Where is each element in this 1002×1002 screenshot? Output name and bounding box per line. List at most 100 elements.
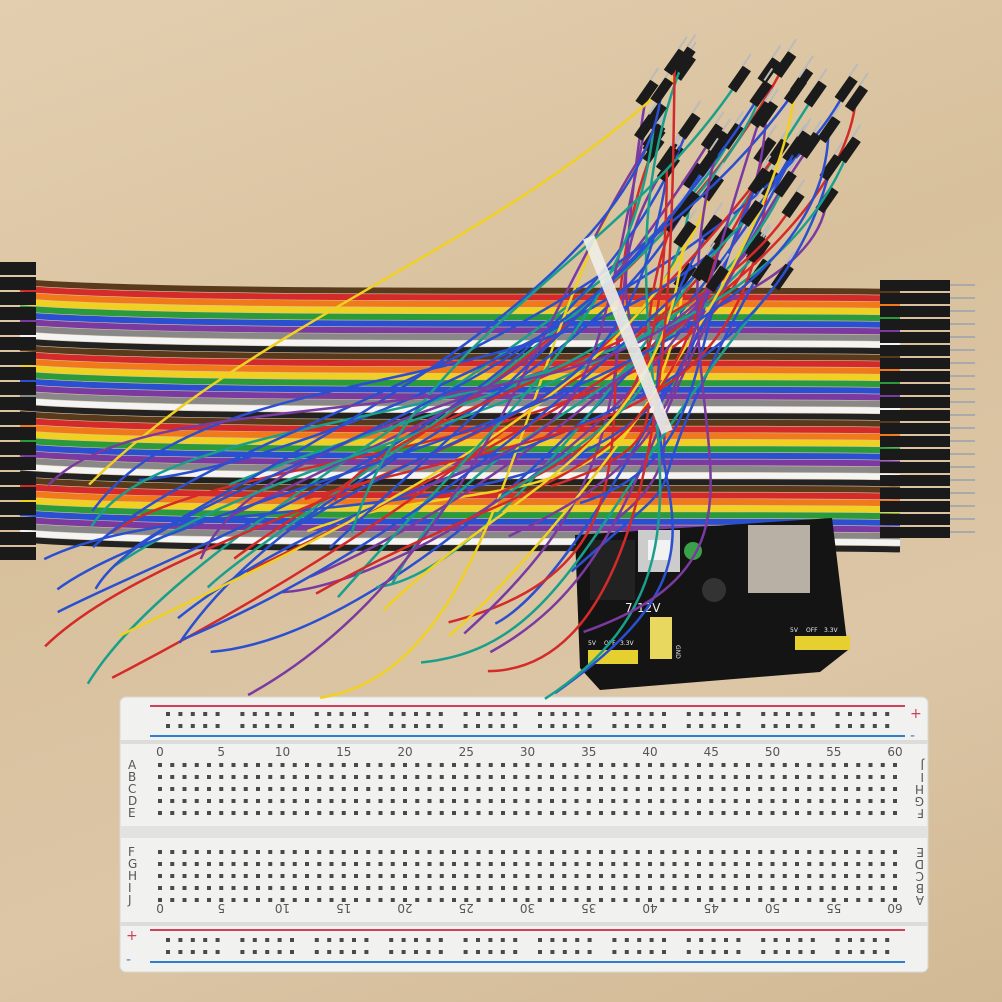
hole: [256, 811, 260, 815]
left-dupont-header: [0, 397, 36, 410]
hole: [684, 886, 689, 890]
hole: [586, 898, 591, 902]
hole: [207, 862, 211, 866]
hole: [623, 787, 628, 791]
hole: [501, 862, 505, 866]
connector-pin: [691, 100, 702, 114]
hole: [256, 850, 260, 854]
hole: [746, 763, 750, 767]
hole: [501, 787, 505, 791]
ribbon-cable-bundle: [19, 279, 901, 553]
hole: [807, 898, 812, 902]
connector-pin: [769, 88, 779, 102]
hole: [795, 775, 799, 779]
rail-hole: [339, 724, 344, 728]
hole: [721, 787, 726, 791]
hole: [305, 862, 309, 866]
rail-hole: [587, 724, 592, 728]
hole: [635, 898, 640, 902]
rail-hole: [860, 712, 865, 716]
hole: [550, 787, 554, 791]
jumper-wire: [127, 91, 663, 554]
jumper-wire: [231, 136, 713, 517]
hole: [341, 874, 346, 878]
right-dupont-header: [880, 345, 950, 356]
connector-pin: [648, 101, 658, 115]
hole: [795, 787, 799, 791]
hole: [219, 811, 224, 815]
column-number-bottom: 20: [397, 901, 412, 915]
rail-hole: [252, 938, 257, 942]
hole: [819, 799, 824, 803]
hole: [219, 763, 224, 767]
hole: [831, 775, 836, 779]
jumper-wire: [319, 140, 655, 700]
hole: [182, 775, 187, 779]
hole: [182, 874, 187, 878]
rail-hole: [364, 724, 369, 728]
hole: [403, 862, 407, 866]
hole: [415, 898, 420, 902]
hole: [170, 862, 175, 866]
hole: [746, 898, 750, 902]
hole: [256, 799, 260, 803]
hole: [317, 850, 322, 854]
dupont-connector: [643, 102, 667, 130]
right-jumper[interactable]: [795, 636, 850, 650]
hole: [856, 787, 861, 791]
hole: [844, 787, 848, 791]
hole: [611, 850, 616, 854]
rail-hole: [178, 712, 183, 716]
hole: [378, 850, 383, 854]
hole: [256, 874, 260, 878]
usb-port[interactable]: [748, 525, 810, 593]
hole: [501, 874, 505, 878]
hole: [366, 775, 371, 779]
hole: [831, 763, 836, 767]
hole: [525, 850, 530, 854]
dupont-connector: [663, 48, 687, 76]
rail-hole: [724, 950, 728, 954]
hole: [660, 763, 665, 767]
rail-hole: [314, 712, 319, 716]
hole: [207, 850, 211, 854]
hole: [844, 874, 848, 878]
hole: [537, 775, 542, 779]
hole: [795, 898, 799, 902]
hole: [390, 898, 395, 902]
hole: [660, 811, 665, 815]
hole: [390, 886, 395, 890]
right-dupont-header: [880, 527, 950, 538]
dupont-connector: [635, 79, 659, 107]
hole: [341, 763, 346, 767]
cable-tie: [582, 235, 673, 435]
hole: [439, 811, 444, 815]
hole: [354, 862, 358, 866]
rail-hole: [575, 712, 580, 716]
rail-hole: [624, 938, 629, 942]
rail-hole: [649, 724, 654, 728]
hole: [733, 898, 738, 902]
hole: [721, 775, 726, 779]
dupont-connector: [844, 84, 868, 112]
rail-hole: [426, 950, 431, 954]
connector-pin: [760, 223, 770, 237]
hole: [709, 763, 714, 767]
rail-hole: [277, 950, 282, 954]
hole: [256, 886, 260, 890]
hole: [868, 850, 873, 854]
dupont-connector: [694, 149, 719, 178]
hole: [341, 898, 346, 902]
hole: [574, 799, 579, 803]
connector-pin: [859, 72, 869, 86]
ribbon-wire: [19, 404, 901, 421]
hole: [268, 787, 273, 791]
hole: [170, 799, 175, 803]
hole: [770, 799, 775, 803]
rail-hole: [314, 950, 319, 954]
rail-hole: [352, 724, 356, 728]
hole: [158, 799, 162, 803]
hole: [354, 775, 358, 779]
hole: [317, 862, 322, 866]
row-letter: A: [128, 758, 137, 772]
